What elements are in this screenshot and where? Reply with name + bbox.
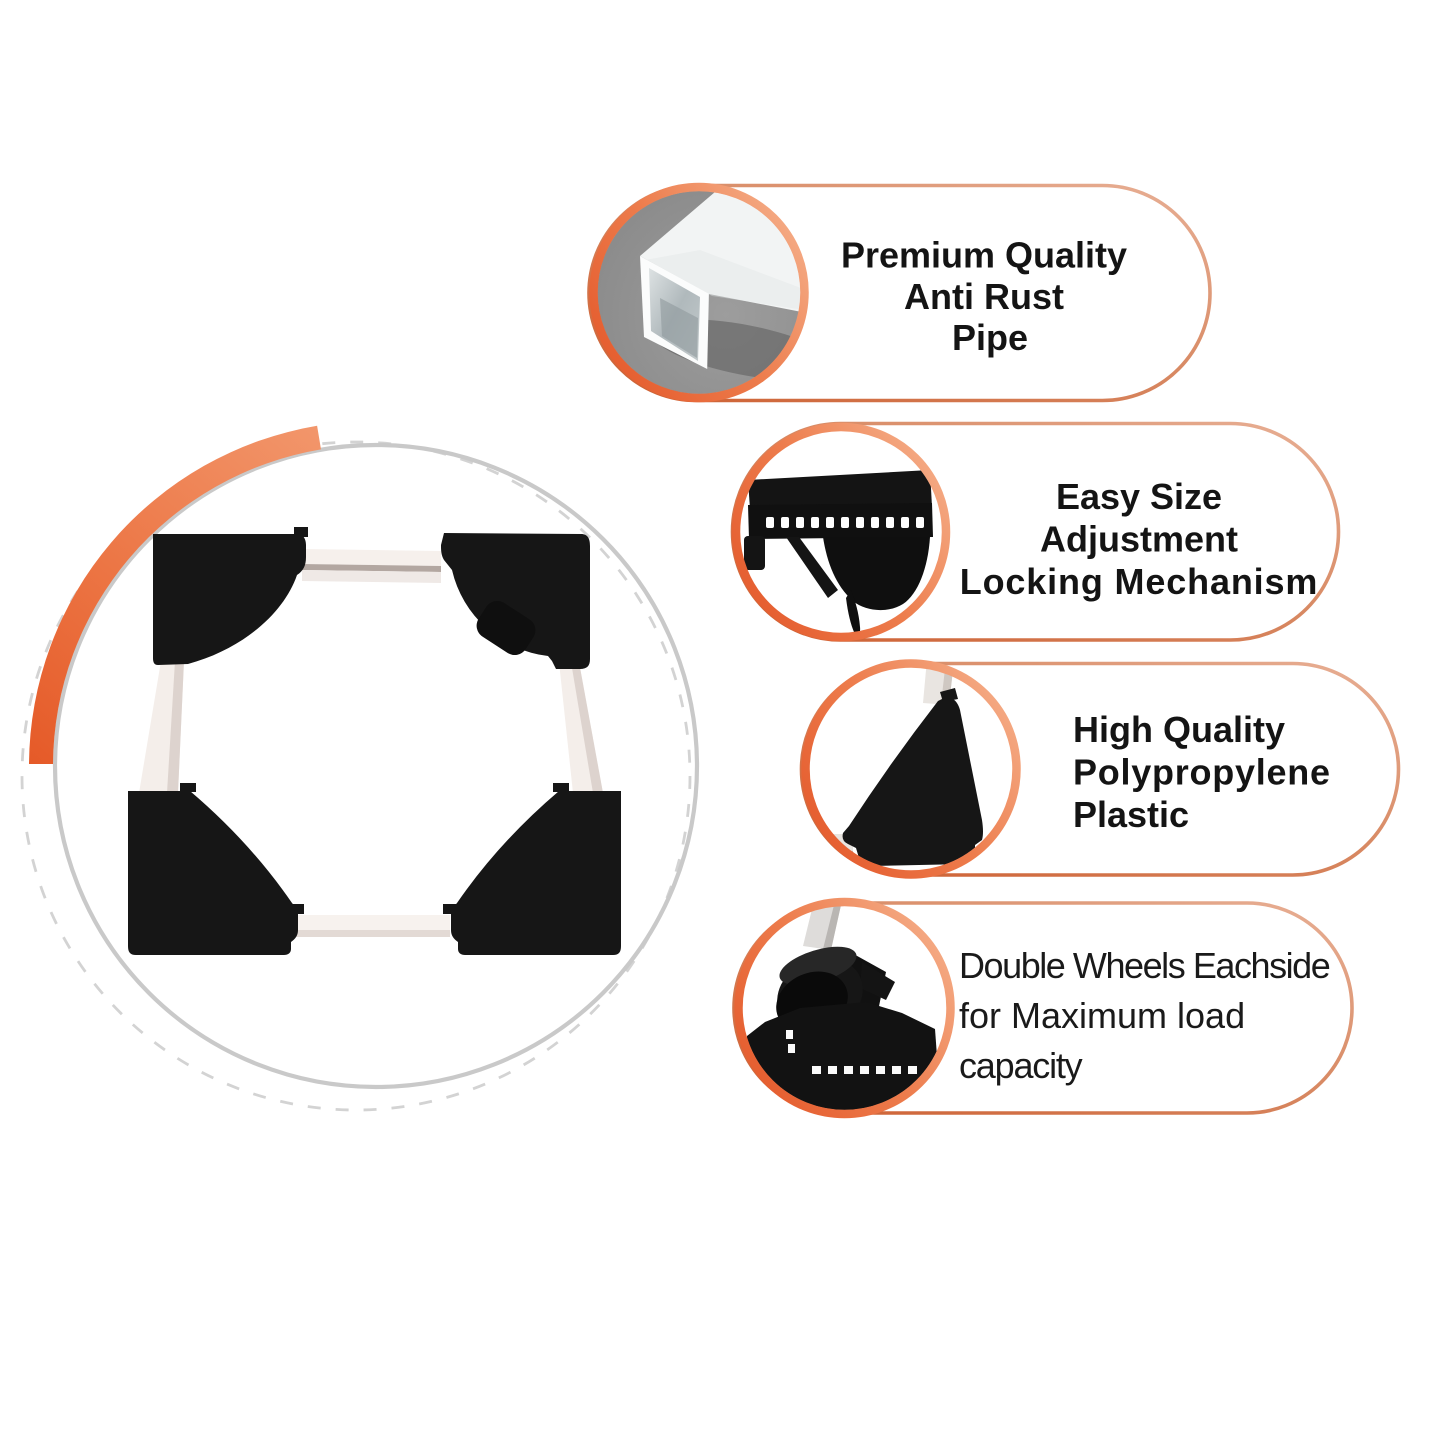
svg-text:Anti Rust: Anti Rust (904, 276, 1064, 317)
svg-text:Adjustment: Adjustment (1040, 519, 1238, 560)
svg-text:Plastic: Plastic (1073, 794, 1189, 835)
svg-text:capacity: capacity (959, 1045, 1083, 1086)
svg-text:Double Wheels Eachside: Double Wheels Eachside (959, 945, 1330, 986)
svg-text:Polypropylene: Polypropylene (1073, 752, 1331, 793)
svg-text:Easy Size: Easy Size (1056, 476, 1222, 517)
svg-text:for Maximum load: for Maximum load (959, 995, 1245, 1036)
svg-text:Pipe: Pipe (952, 317, 1028, 358)
svg-text:Premium Quality: Premium Quality (841, 235, 1127, 276)
svg-text:Locking Mechanism: Locking Mechanism (960, 561, 1319, 602)
svg-text:High Quality: High Quality (1073, 709, 1285, 750)
